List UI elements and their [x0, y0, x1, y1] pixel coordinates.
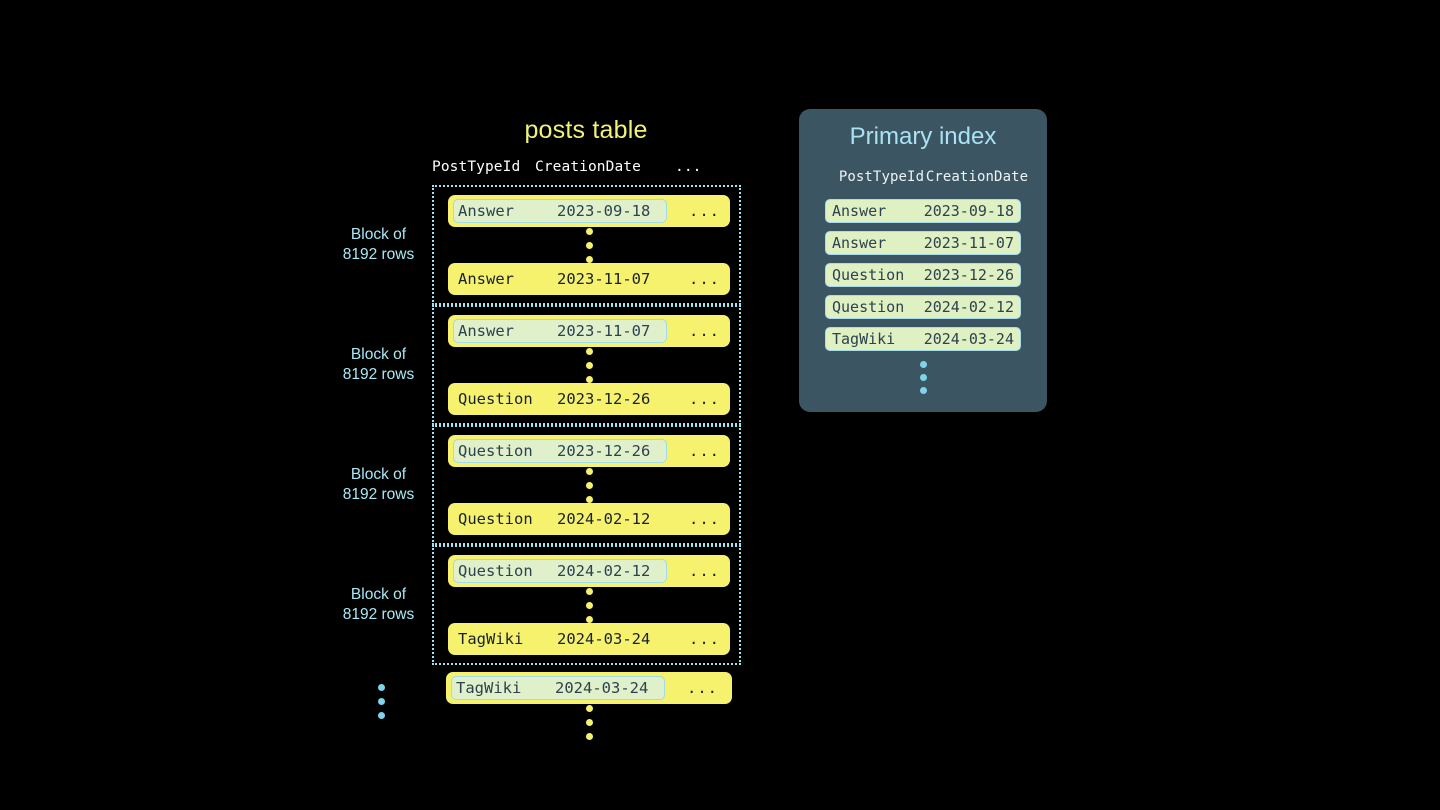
- cell-creationdate: 2023-12-26: [923, 266, 1014, 284]
- granule-mark: Answer 2023-11-07: [453, 319, 667, 343]
- cell-creationdate: 2023-12-26: [557, 442, 651, 460]
- cell-creationdate: 2024-03-24: [557, 630, 651, 648]
- cell-posttypeid: Question: [458, 510, 533, 528]
- cell-more: ...: [689, 562, 720, 580]
- block-group: Block of 8192 rows Answer 2023-11-07 ... …: [331, 305, 741, 425]
- index-row[interactable]: Answer 2023-09-18: [825, 199, 1021, 223]
- granule-mark: TagWiki 2024-03-24: [451, 676, 665, 700]
- vertical-ellipsis-icon: [448, 347, 730, 383]
- cell-more: ...: [689, 630, 720, 648]
- cell-posttypeid: Question: [832, 266, 905, 284]
- cell-creationdate: 2024-03-24: [923, 330, 1014, 348]
- cell-more: ...: [689, 442, 720, 460]
- table-row[interactable]: Answer 2023-09-18 ...: [448, 195, 730, 227]
- primary-index-rows: Answer 2023-09-18 Answer 2023-11-07 Questi…: [799, 199, 1047, 351]
- row-cells: Answer 2023-11-07: [453, 267, 667, 291]
- cell-more: ...: [689, 202, 720, 220]
- block-boundary: Question 2023-12-26 ... Question 2024-02-1…: [432, 425, 741, 545]
- cell-creationdate: 2023-11-07: [557, 270, 651, 288]
- vertical-ellipsis-icon: [799, 361, 1047, 394]
- cell-creationdate: 2024-02-12: [557, 562, 651, 580]
- cell-posttypeid: Answer: [832, 202, 887, 220]
- index-column-header-creationdate: CreationDate: [925, 169, 1029, 185]
- index-row[interactable]: Question 2023-12-26: [825, 263, 1021, 287]
- cell-creationdate: 2024-02-12: [923, 298, 1014, 316]
- index-column-header-posttypeid: PostTypeId: [838, 169, 925, 185]
- block-group: Block of 8192 rows Question 2024-02-12 ..…: [331, 545, 741, 665]
- granule-mark: Question 2024-02-12: [453, 559, 667, 583]
- table-row[interactable]: Answer 2023-11-07 ...: [448, 263, 730, 295]
- row-cells: TagWiki 2024-03-24: [453, 627, 667, 651]
- block-label: Block of 8192 rows: [342, 346, 415, 383]
- vertical-ellipsis-icon: [448, 587, 730, 623]
- cell-creationdate: 2023-12-26: [557, 390, 651, 408]
- table-row[interactable]: TagWiki 2024-03-24 ...: [448, 623, 730, 655]
- posts-table-panel: posts table PostTypeId CreationDate... Bl…: [331, 118, 741, 740]
- table-row[interactable]: Question 2023-12-26 ...: [448, 435, 730, 467]
- block-label: Block of 8192 rows: [342, 466, 415, 503]
- primary-index-title: Primary index: [849, 123, 997, 150]
- block-boundary: Question 2024-02-12 ... TagWiki 2024-03-24…: [432, 545, 741, 665]
- table-row[interactable]: Question 2024-02-12 ...: [448, 555, 730, 587]
- block-group: Block of 8192 rows Question 2023-12-26 ..…: [331, 425, 741, 545]
- table-row[interactable]: Question 2024-02-12 ...: [448, 503, 730, 535]
- column-header-more: ...: [675, 159, 702, 175]
- block-boundary: Answer 2023-11-07 ... Question 2023-12-26 …: [432, 305, 741, 425]
- cell-more: ...: [689, 510, 720, 528]
- vertical-ellipsis-icon: [448, 227, 730, 263]
- cell-posttypeid: TagWiki: [832, 330, 896, 348]
- index-row[interactable]: TagWiki 2024-03-24: [825, 327, 1021, 351]
- cell-more: ...: [689, 270, 720, 288]
- table-row[interactable]: Question 2023-12-26 ...: [448, 383, 730, 415]
- column-header-posttypeid: PostTypeId: [432, 159, 521, 175]
- cell-posttypeid: Answer: [832, 234, 887, 252]
- cell-posttypeid: TagWiki: [458, 630, 524, 648]
- cell-more: ...: [689, 390, 720, 408]
- cell-posttypeid: TagWiki: [456, 679, 522, 697]
- posts-table-title: posts table: [524, 116, 648, 144]
- granule-mark: Answer 2023-09-18: [453, 199, 667, 223]
- index-row[interactable]: Answer 2023-11-07: [825, 231, 1021, 255]
- column-header-creationdate: CreationDate: [535, 159, 641, 175]
- cell-creationdate: 2023-09-18: [557, 202, 651, 220]
- cell-posttypeid: Question: [458, 442, 533, 460]
- cell-creationdate: 2023-09-18: [923, 202, 1014, 220]
- cell-posttypeid: Question: [458, 562, 533, 580]
- table-continuation-left: [331, 665, 432, 719]
- cell-more: ...: [687, 679, 718, 697]
- vertical-ellipsis-icon: [378, 683, 385, 719]
- index-row[interactable]: Question 2024-02-12: [825, 295, 1021, 319]
- block-label: Block of 8192 rows: [342, 586, 415, 623]
- block-group: Block of 8192 rows Answer 2023-09-18 ... …: [331, 185, 741, 305]
- cell-posttypeid: Question: [832, 298, 905, 316]
- row-cells: Question 2023-12-26: [453, 387, 667, 411]
- cell-posttypeid: Question: [458, 390, 533, 408]
- cell-more: ...: [689, 322, 720, 340]
- posts-table-column-headers: PostTypeId CreationDate...: [331, 159, 741, 185]
- block-boundary: Answer 2023-09-18 ... Answer 2023-11-07 ..…: [432, 185, 741, 305]
- cell-creationdate: 2024-02-12: [557, 510, 651, 528]
- block-label: Block of 8192 rows: [342, 226, 415, 263]
- cell-creationdate: 2024-03-24: [555, 679, 649, 697]
- cell-creationdate: 2023-11-07: [557, 322, 651, 340]
- table-row[interactable]: Answer 2023-11-07 ...: [448, 315, 730, 347]
- cell-posttypeid: Answer: [458, 322, 514, 340]
- cell-posttypeid: Answer: [458, 202, 514, 220]
- cell-posttypeid: Answer: [458, 270, 514, 288]
- vertical-ellipsis-icon: [448, 467, 730, 503]
- table-row[interactable]: TagWiki 2024-03-24 ...: [446, 672, 732, 704]
- table-continuation-right: TagWiki 2024-03-24 ...: [432, 665, 741, 740]
- cell-creationdate: 2023-11-07: [923, 234, 1014, 252]
- row-cells: Question 2024-02-12: [453, 507, 667, 531]
- table-continuation: TagWiki 2024-03-24 ...: [331, 665, 741, 740]
- granule-mark: Question 2023-12-26: [453, 439, 667, 463]
- vertical-ellipsis-icon: [446, 704, 732, 740]
